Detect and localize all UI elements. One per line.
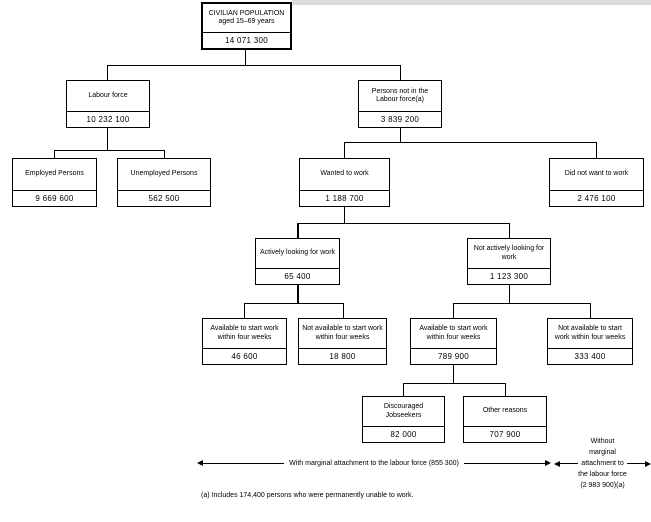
- window-edge-strip: [292, 0, 651, 5]
- connector-line: [453, 365, 454, 383]
- node-label: Available to start work within four week…: [419, 325, 488, 341]
- node-value: 14 071 300: [203, 32, 290, 48]
- node-label: CIVILIAN POPULATION aged 15–69 years: [208, 9, 285, 26]
- with-marginal-attachment-label: With marginal attachment to the labour f…: [289, 459, 459, 467]
- node-value: 707 900: [464, 426, 546, 442]
- node-label: Persons not in the Labour force(a): [371, 87, 429, 104]
- connector-line: [509, 223, 510, 238]
- connector-line: [297, 285, 299, 303]
- connector-line: [400, 65, 401, 80]
- connector-line: [164, 150, 165, 158]
- arrow-line: [626, 463, 646, 464]
- connector-line: [509, 285, 510, 303]
- arrow-left-icon: [554, 460, 560, 467]
- without-line-5: (2 983 900)(a): [580, 482, 625, 489]
- arrow-right-icon: [545, 460, 551, 466]
- node-label: Employed Persons: [25, 170, 84, 178]
- connector-line: [344, 142, 345, 158]
- node-discouraged-jobseekers: Discouraged Jobseekers 82 000: [362, 396, 445, 443]
- connector-line: [505, 383, 506, 396]
- node-value: 1 123 300: [468, 268, 550, 284]
- connector-line: [344, 142, 597, 143]
- node-available-four-weeks-actively: Available to start work within four week…: [202, 318, 287, 365]
- node-label: Discouraged Jobseekers: [383, 403, 424, 419]
- connector-line: [596, 142, 597, 158]
- node-other-reasons: Other reasons 707 900: [463, 396, 547, 443]
- node-labour-force: Labour force 10 232 100: [66, 80, 150, 128]
- node-label: Not actively looking for work: [473, 245, 545, 261]
- node-value: 1 188 700: [300, 190, 389, 206]
- node-label: Not available to start work within four …: [554, 325, 626, 341]
- without-marginal-attachment-span: attachment to: [554, 458, 651, 469]
- node-value: 46 600: [203, 348, 286, 364]
- connector-line: [297, 223, 299, 238]
- node-actively-looking: Actively looking for work 65 400: [255, 238, 340, 285]
- node-available-four-weeks-not-actively: Available to start work within four week…: [410, 318, 497, 365]
- node-unemployed-persons: Unemployed Persons 562 500: [117, 158, 211, 207]
- node-employed-persons: Employed Persons 9 669 600: [12, 158, 97, 207]
- node-value: 789 900: [411, 348, 496, 364]
- without-line-2: marginal: [589, 449, 616, 456]
- connector-line: [54, 150, 55, 158]
- arrow-right-icon: [645, 460, 651, 467]
- node-label: Labour force: [88, 91, 128, 99]
- arrow-line: [203, 462, 285, 464]
- without-line-3: attachment to: [581, 460, 624, 467]
- node-label: Actively looking for work: [259, 249, 336, 257]
- without-line-4: the labour force: [578, 471, 627, 478]
- node-label: Unemployed Persons: [130, 170, 198, 178]
- arrow-line: [463, 462, 545, 464]
- node-label: Available to start work within four week…: [210, 325, 279, 341]
- node-civilian-population: CIVILIAN POPULATION aged 15–69 years 14 …: [201, 2, 292, 50]
- connector-line: [107, 65, 108, 80]
- connector-line: [107, 128, 108, 150]
- node-not-actively-looking: Not actively looking for work 1 123 300: [467, 238, 551, 285]
- arrow-left-icon: [197, 460, 203, 466]
- node-value: 82 000: [363, 426, 444, 442]
- connector-line: [244, 303, 344, 304]
- node-label: Other reasons: [482, 407, 528, 415]
- connector-line: [54, 150, 165, 151]
- arrow-line: [560, 463, 579, 464]
- connector-line: [344, 207, 345, 223]
- connector-line: [590, 303, 591, 318]
- connector-line: [107, 65, 401, 66]
- node-value: 333 400: [548, 348, 632, 364]
- connector-line: [403, 383, 404, 396]
- connector-line: [453, 303, 591, 304]
- node-did-not-want-to-work: Did not want to work 2 476 100: [549, 158, 644, 207]
- node-not-available-four-weeks-actively: Not available to start work within four …: [298, 318, 387, 365]
- connector-line: [244, 303, 245, 318]
- connector-line: [343, 303, 344, 318]
- node-persons-not-in-labour-force: Persons not in the Labour force(a) 3 839…: [358, 80, 442, 128]
- node-value: 9 669 600: [13, 190, 96, 206]
- node-label: Not available to start work within four …: [302, 325, 383, 341]
- connector-line: [245, 50, 246, 65]
- connector-line: [400, 128, 401, 142]
- connector-line: [297, 223, 510, 224]
- node-label: Did not want to work: [564, 170, 629, 178]
- without-line-1: Without: [590, 438, 615, 445]
- node-value: 65 400: [256, 268, 339, 284]
- connector-line: [453, 303, 454, 318]
- node-value: 562 500: [118, 190, 210, 206]
- node-label: Wanted to work: [320, 170, 369, 178]
- without-marginal-attachment-label: Without marginal attachment to the labou…: [554, 436, 651, 491]
- with-marginal-attachment-span: With marginal attachment to the labour f…: [197, 458, 551, 468]
- node-value: 3 839 200: [359, 111, 441, 127]
- node-value: 18 800: [299, 348, 386, 364]
- footnote: (a) Includes 174,400 persons who were pe…: [201, 492, 414, 499]
- node-wanted-to-work: Wanted to work 1 188 700: [299, 158, 390, 207]
- node-not-available-four-weeks-not-actively: Not available to start work within four …: [547, 318, 633, 365]
- connector-line: [403, 383, 506, 384]
- node-value: 2 476 100: [550, 190, 643, 206]
- node-value: 10 232 100: [67, 111, 149, 127]
